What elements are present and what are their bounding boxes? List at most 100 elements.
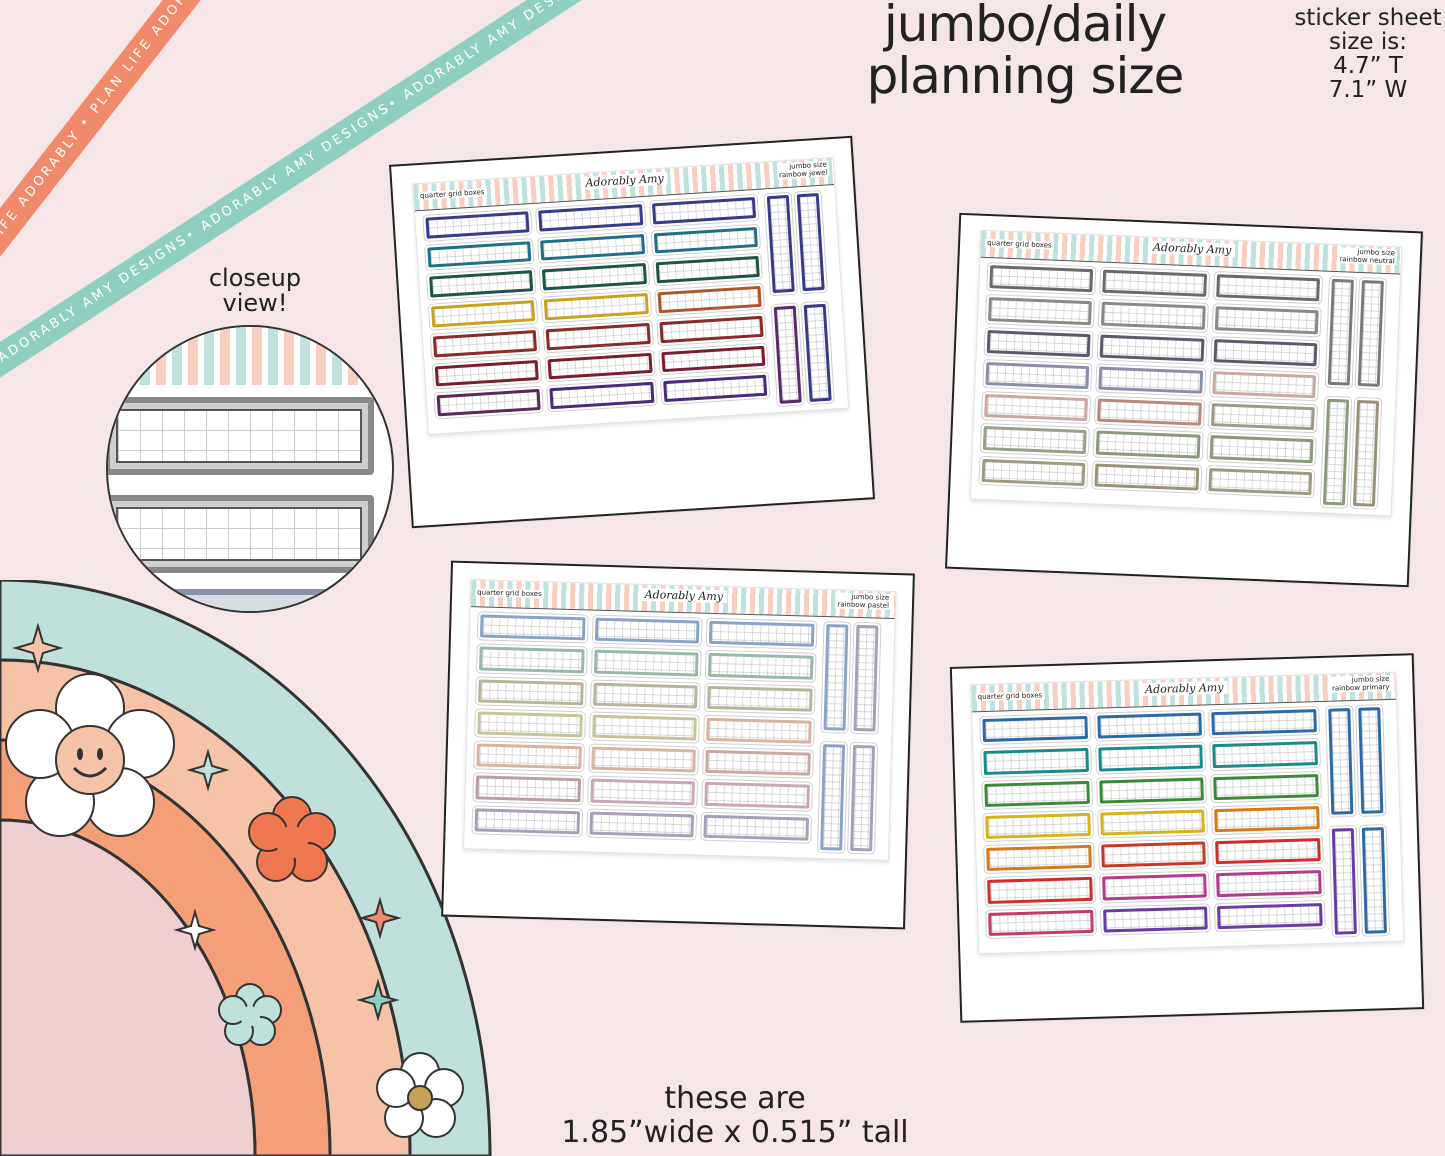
- sticker-box: [987, 877, 1093, 904]
- sticker-box: [589, 811, 695, 838]
- sticker-box: [593, 649, 699, 677]
- sticker-box: [985, 361, 1090, 390]
- sticker-box: [655, 256, 760, 284]
- sticker-box: [662, 374, 768, 403]
- brand-logo: Adorably Amy: [1140, 680, 1228, 697]
- sheet-header: quarter grid boxes Adorably Amy jumbo si…: [470, 580, 896, 619]
- sticker-box: [590, 746, 697, 773]
- closeup-box-2: [108, 495, 374, 573]
- dimensions-caption: these are 1.85”wide x 0.515” tall: [561, 1081, 909, 1150]
- sticker-box: [540, 233, 645, 261]
- closeup-label: closeup view!: [208, 264, 302, 317]
- polaroid-rainbow-pastel: quarter grid boxes Adorably Amy jumbo si…: [441, 560, 915, 930]
- sticker-box: [545, 322, 651, 350]
- sticker-box: [653, 226, 758, 254]
- sticker-box: [591, 714, 698, 741]
- sticker-box: [988, 297, 1093, 325]
- sticker-box: [989, 265, 1094, 293]
- sticker-box: [1101, 301, 1206, 330]
- sticker-box: [1209, 435, 1314, 463]
- vertical-sticker-box: [1331, 828, 1357, 935]
- sticker-box: [651, 197, 757, 225]
- sticker-box: [427, 240, 532, 269]
- sticker-box: [1215, 838, 1321, 865]
- sticker-box: [594, 617, 700, 644]
- sticker-box: [1214, 805, 1320, 833]
- sticker-box: [1215, 274, 1320, 302]
- brand-logo: Adorably Amy: [640, 587, 728, 604]
- sticker-box: [549, 382, 655, 410]
- sticker-box: [478, 678, 584, 706]
- vertical-sticker-box: [1361, 827, 1387, 934]
- sticker-box: [592, 682, 698, 709]
- sticker-box: [1211, 370, 1317, 399]
- sheet-header: quarter grid boxes Adorably Amy jumbo si…: [971, 672, 1396, 713]
- sticker-box: [706, 717, 812, 744]
- sticker-box: [707, 685, 813, 712]
- sticker-sheet: quarter grid boxes Adorably Amy jumbo si…: [970, 671, 1405, 955]
- sticker-box: [1098, 777, 1205, 804]
- sticker-box: [705, 749, 811, 777]
- vertical-sticker-box: [1358, 707, 1384, 814]
- sticker-box: [1100, 841, 1207, 868]
- smiley-flower-icon: [5, 673, 175, 837]
- sticker-sheet: quarter grid boxes Adorably Amy jumbo si…: [412, 157, 850, 436]
- closeup-box-1: [108, 397, 374, 475]
- sticker-box: [1210, 403, 1315, 431]
- sticker-box: [431, 300, 536, 328]
- sparkle-icon: [173, 908, 217, 952]
- sparkle-icon: [358, 896, 402, 940]
- sticker-box: [544, 293, 649, 321]
- sticker-box: [986, 844, 1092, 872]
- sticker-box: [1099, 809, 1206, 836]
- sticker-box: [660, 345, 766, 373]
- sticker-box: [1214, 306, 1319, 334]
- sticker-box: [988, 909, 1094, 936]
- sticker-box: [708, 653, 814, 680]
- sticker-box: [1094, 463, 1199, 491]
- sticker-box: [542, 263, 647, 291]
- vertical-sticker-box: [1328, 708, 1354, 815]
- vertical-sticker-box: [803, 303, 832, 402]
- sticker-box: [1101, 873, 1208, 901]
- brand-logo: Adorably Amy: [581, 171, 669, 190]
- closeup-circle: [106, 325, 394, 613]
- vertical-sticker-box: [820, 744, 846, 851]
- closeup-header-stripes: [108, 327, 392, 385]
- sticker-box: [1097, 744, 1204, 772]
- brand-logo: Adorably Amy: [1148, 240, 1236, 257]
- sticker-box: [429, 270, 534, 298]
- sticker-box: [659, 315, 764, 343]
- sticker-box: [1213, 338, 1318, 367]
- flower-icon: [376, 1052, 464, 1138]
- sticker-box: [476, 743, 582, 770]
- vertical-sticker-box: [1352, 399, 1380, 507]
- sticker-sheet: quarter grid boxes Adorably Amy jumbo si…: [969, 229, 1403, 517]
- sticker-box: [479, 614, 586, 641]
- sticker-box: [982, 426, 1088, 454]
- sticker-box: [1212, 741, 1318, 768]
- sticker-box: [1216, 870, 1322, 897]
- sheet-size-info: sticker sheet size is: 4.7” T 7.1” W: [1294, 5, 1442, 103]
- sticker-box: [1099, 334, 1205, 362]
- sticker-box: [477, 711, 583, 738]
- sticker-box: [547, 352, 653, 380]
- sticker-box: [982, 715, 1088, 743]
- sticker-box: [986, 329, 1091, 358]
- sticker-box: [703, 814, 810, 841]
- sticker-box: [1097, 398, 1202, 427]
- sticker-box: [425, 211, 530, 239]
- sticker-box: [1098, 366, 1203, 394]
- sticker-sheet: quarter grid boxes Adorably Amy jumbo si…: [463, 579, 897, 861]
- sticker-box: [704, 782, 810, 809]
- sticker-box: [474, 808, 580, 835]
- sticker-box: [1096, 430, 1201, 459]
- sticker-box: [1211, 709, 1317, 736]
- sticker-box: [590, 778, 696, 806]
- sparkle-icon: [356, 978, 400, 1022]
- sticker-box: [985, 812, 1091, 840]
- polaroid-rainbow-neutral: quarter grid boxes Adorably Amy jumbo si…: [945, 212, 1423, 588]
- flower-icon: [248, 796, 336, 882]
- sticker-box: [436, 389, 542, 417]
- sticker-box: [1096, 712, 1203, 739]
